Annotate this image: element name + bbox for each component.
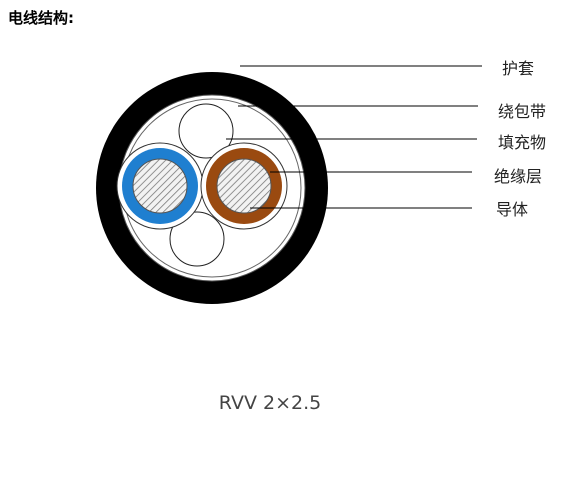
cable-cross-section-diagram: 护套 绕包带 填充物 绝缘层 导体 [96, 59, 546, 304]
filler-top [178, 103, 234, 159]
core-brown-conductor [216, 158, 272, 214]
label-wrapping-tape: 绕包带 [498, 102, 546, 121]
label-conductor: 导体 [496, 200, 528, 219]
label-insulation: 绝缘层 [494, 167, 542, 186]
filler-bottom [169, 211, 225, 267]
core-blue-conductor [132, 158, 188, 214]
diagram-heading: 电线结构: [8, 9, 74, 27]
cable-model-caption: RVV 2×2.5 [218, 392, 322, 414]
label-sheath: 护套 [502, 59, 534, 78]
label-filler: 填充物 [498, 133, 546, 152]
